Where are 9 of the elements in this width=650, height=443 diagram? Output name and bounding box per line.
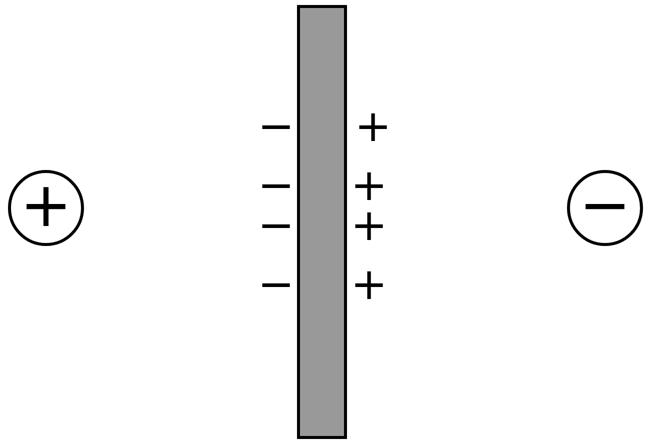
slab bbox=[297, 5, 347, 439]
charge-circle bbox=[8, 170, 84, 246]
charge-sign: − bbox=[256, 263, 296, 307]
charge-circle bbox=[567, 170, 643, 246]
charge-sign: − bbox=[579, 174, 631, 236]
charge-sign: − bbox=[256, 105, 296, 149]
charge-sign: + bbox=[354, 105, 392, 149]
charge-sign: + bbox=[350, 263, 388, 307]
charge-sign: + bbox=[20, 174, 72, 236]
